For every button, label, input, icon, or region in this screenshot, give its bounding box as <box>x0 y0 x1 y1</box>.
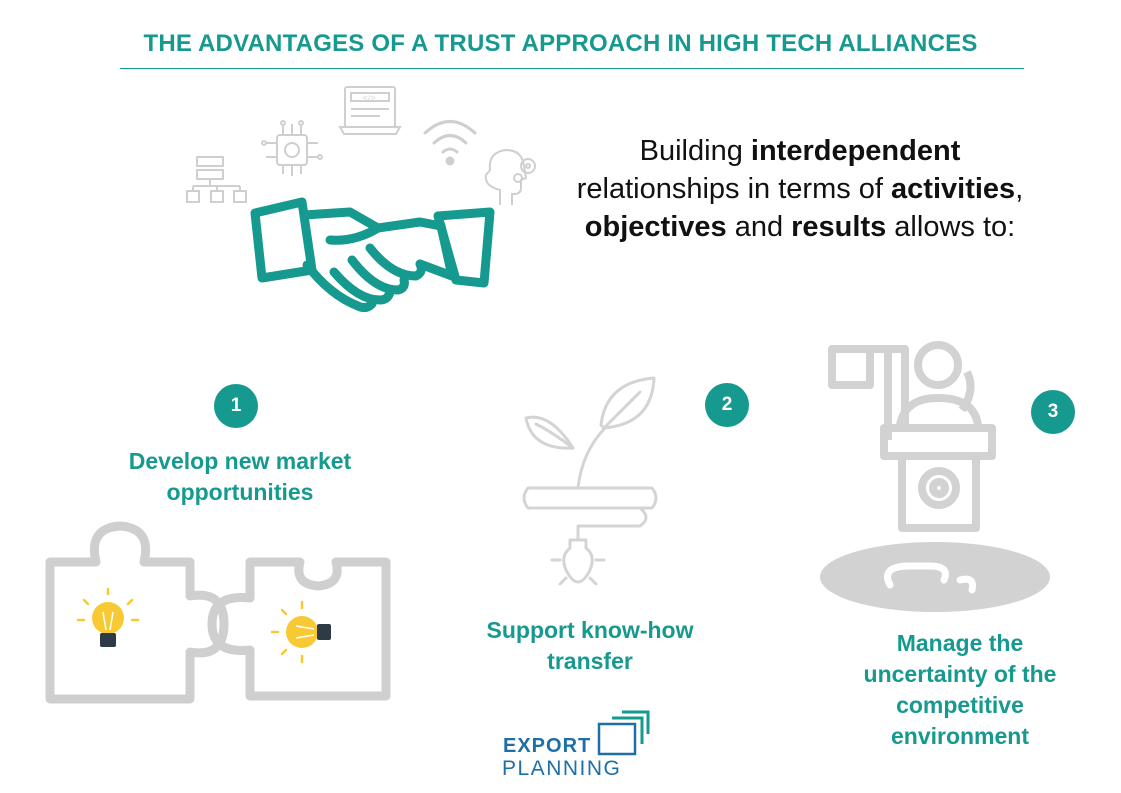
intro-bold-results: results <box>791 211 887 243</box>
step-3-label-line: competitive <box>896 692 1024 718</box>
step-3-label-line: uncertainty of the <box>863 661 1057 687</box>
step-3-badge: 3 <box>1031 390 1075 434</box>
intro-text: and <box>726 211 792 243</box>
step-2-label-line: transfer <box>547 648 633 674</box>
step-1-label: Develop new market opportunities <box>60 446 420 508</box>
wifi-icon <box>423 120 477 166</box>
step-3-label-line: environment <box>890 723 1030 749</box>
page-title: THE ADVANTAGES OF A TRUST APPROACH IN HI… <box>143 30 978 57</box>
step-1-label-line: opportunities <box>166 479 314 505</box>
intro-text: Building <box>639 135 751 167</box>
step-1-badge: 1 <box>214 384 258 428</box>
intro-text: relationships in terms of <box>576 173 892 205</box>
step-3-label: Manage the uncertainty of the competitiv… <box>820 628 1100 752</box>
chip-icon <box>261 120 323 176</box>
step-3-label-line: Manage the <box>896 630 1024 656</box>
svg-text:</>: </> <box>362 94 376 102</box>
lightbulb-icon <box>76 587 140 647</box>
intro-text: , <box>1015 173 1024 205</box>
step-2-label: Support know-how transfer <box>440 615 740 677</box>
ai-head-gear-icon <box>484 148 536 205</box>
intro-bold-interdependent: interdependent <box>750 135 961 167</box>
laptop-code-icon: </> <box>338 86 402 135</box>
intro-text: allows to: <box>886 211 1016 243</box>
intro-statement: Building interdependent relationships in… <box>540 132 1060 246</box>
step-1-label-line: Develop new market <box>128 448 352 474</box>
hierarchy-icon <box>186 156 247 203</box>
intro-bold-objectives: objectives <box>584 211 727 243</box>
step-2-label-line: Support know-how <box>486 617 694 643</box>
lightbulb-icon <box>270 600 331 664</box>
logo-planning-text: PLANNING <box>502 757 622 780</box>
logo-export-text: EXPORT <box>503 735 592 757</box>
title-divider <box>120 68 1024 69</box>
step-2-badge: 2 <box>705 383 749 427</box>
intro-bold-activities: activities <box>891 173 1016 205</box>
